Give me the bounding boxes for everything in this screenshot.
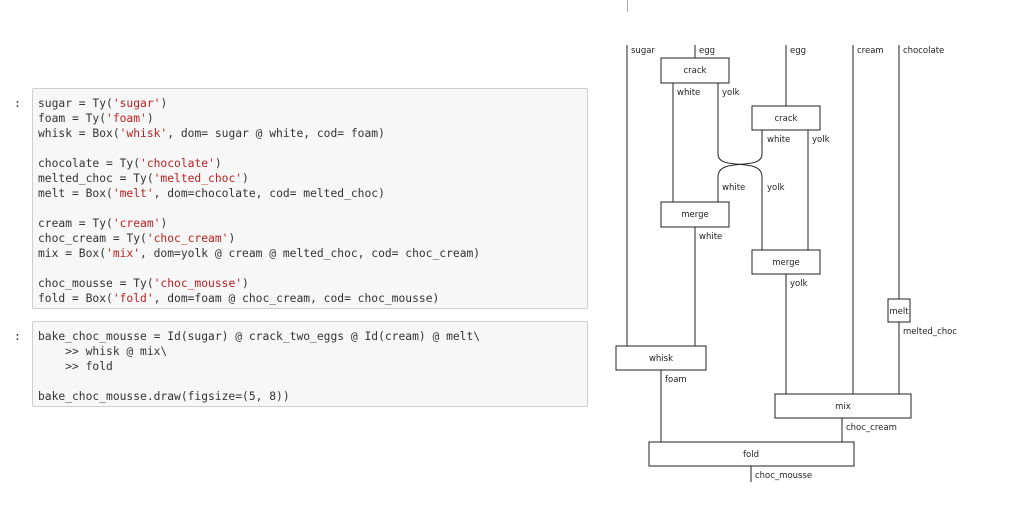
label-c1-yolk: yolk: [722, 88, 740, 98]
code-token: ): [228, 232, 236, 245]
code-token: , dom=chocolate, cod= melted_choc): [153, 187, 385, 200]
code-token: , dom= sugar @ white, cod= foam): [167, 127, 385, 140]
code-token: ): [146, 112, 154, 125]
box-whisk: [615, 345, 707, 371]
code-string-literal: 'whisk': [119, 127, 168, 140]
code-token: ): [160, 97, 168, 110]
box-merge-2: [751, 249, 821, 275]
label-egg-2: egg: [790, 46, 806, 56]
box-label-merge-2: merge: [772, 258, 799, 268]
label-foam: foam: [665, 375, 687, 385]
code-line: fold = Box('fold', dom=foam @ choc_cream…: [38, 291, 587, 306]
code-token: whisk = Box(: [38, 127, 120, 140]
code-token: , dom=foam @ choc_cream, cod= choc_mouss…: [153, 292, 440, 305]
code-token: choc_cream = Ty(: [38, 232, 147, 245]
label-c2-yolk: yolk: [812, 135, 830, 145]
code-token: choc_mousse = Ty(: [38, 277, 154, 290]
label-choc-mousse: choc_mousse: [755, 471, 812, 481]
wire-c2-white: [717, 130, 763, 202]
code-editor[interactable]: bake_choc_mousse = Id(sugar) @ crack_two…: [32, 321, 588, 407]
box-crack-1: [660, 57, 730, 84]
label-egg-1: egg: [699, 46, 715, 56]
code-line: choc_mousse = Ty('choc_mousse'): [38, 276, 587, 291]
label-sugar: sugar: [631, 46, 655, 56]
code-string-literal: 'foam': [106, 112, 147, 125]
code-line: cream = Ty('cream'): [38, 216, 587, 231]
code-token: bake_choc_mousse.draw(figsize=(5, 8)): [38, 390, 290, 403]
code-line: >> whisk @ mix\: [38, 344, 587, 359]
box-label-whisk: whisk: [649, 354, 673, 364]
box-label-melt: melt: [889, 307, 909, 317]
code-string-literal: 'mix': [106, 247, 141, 260]
box-label-fold: fold: [743, 450, 759, 460]
code-line: whisk = Box('whisk', dom= sugar @ white,…: [38, 126, 587, 141]
code-string-literal: 'melt': [112, 187, 154, 200]
code-token: sugar = Ty(: [38, 97, 113, 110]
code-token: ): [242, 277, 249, 290]
code-string-literal: 'melted_choc': [153, 172, 243, 185]
output-divider: [627, 0, 628, 12]
code-string-literal: 'sugar': [112, 97, 161, 110]
label-c1-white: white: [677, 88, 700, 98]
code-token: cream = Ty(: [38, 217, 113, 230]
box-melt: [887, 298, 911, 323]
code-token: ): [160, 217, 168, 230]
code-line: bake_choc_mousse = Id(sugar) @ crack_two…: [38, 329, 587, 344]
box-crack-2: [751, 105, 821, 131]
label-chocolate: chocolate: [903, 46, 944, 56]
label-c2-white: white: [767, 135, 790, 145]
code-line: >> fold: [38, 359, 587, 374]
code-string-literal: 'choc_cream': [146, 232, 229, 245]
code-token: ): [242, 172, 249, 185]
code-line: mix = Box('mix', dom=yolk @ cream @ melt…: [38, 246, 587, 261]
label-choc-cream: choc_cream: [846, 423, 897, 433]
code-token: foam = Ty(: [38, 112, 107, 125]
code-cell-1[interactable]: : sugar = Ty('sugar')foam = Ty('foam')wh…: [14, 88, 588, 309]
label-m2-yolk: yolk: [790, 279, 808, 289]
label-cream: cream: [857, 46, 884, 56]
box-label-crack-1: crack: [684, 66, 707, 76]
cell-prompt: :: [14, 96, 21, 110]
code-line: melted_choc = Ty('melted_choc'): [38, 171, 587, 186]
code-token: >> whisk @ mix\: [38, 345, 168, 358]
code-token: ): [214, 157, 222, 170]
code-token: bake_choc_mousse = Id(sugar) @ crack_two…: [38, 330, 481, 343]
label-m1-white: white: [699, 232, 722, 242]
code-token: fold = Box(: [38, 292, 113, 305]
cell-prompt: :: [14, 329, 21, 343]
code-line: sugar = Ty('sugar'): [38, 96, 587, 111]
code-token: melt = Box(: [38, 187, 113, 200]
code-line: bake_choc_mousse.draw(figsize=(5, 8)): [38, 389, 587, 404]
box-label-merge-1: merge: [681, 210, 708, 220]
code-string-literal: 'chocolate': [140, 157, 215, 170]
box-label-crack-2: crack: [775, 114, 798, 124]
code-token: melted_choc = Ty(: [38, 172, 154, 185]
box-label-mix: mix: [835, 402, 851, 412]
code-string-literal: 'cream': [112, 217, 161, 230]
code-editor[interactable]: sugar = Ty('sugar')foam = Ty('foam')whis…: [32, 88, 588, 309]
label-sw-yolk: yolk: [767, 183, 785, 193]
code-token: , dom=yolk @ cream @ melted_choc, cod= c…: [140, 247, 481, 260]
box-merge-1: [660, 201, 730, 228]
code-line: foam = Ty('foam'): [38, 111, 587, 126]
code-token: >> fold: [38, 360, 113, 373]
code-line: melt = Box('melt', dom=chocolate, cod= m…: [38, 186, 587, 201]
code-token: chocolate = Ty(: [38, 157, 141, 170]
code-string-literal: 'fold': [112, 292, 154, 305]
box-fold: [648, 441, 855, 467]
code-cell-2[interactable]: : bake_choc_mousse = Id(sugar) @ crack_t…: [14, 321, 588, 407]
label-melted-choc: melted_choc: [903, 327, 957, 337]
code-line: choc_cream = Ty('choc_cream'): [38, 231, 587, 246]
code-line: chocolate = Ty('chocolate'): [38, 156, 587, 171]
code-string-literal: 'choc_mousse': [153, 277, 243, 290]
code-token: mix = Box(: [38, 247, 107, 260]
box-mix: [774, 393, 912, 419]
label-sw-white: white: [722, 183, 745, 193]
